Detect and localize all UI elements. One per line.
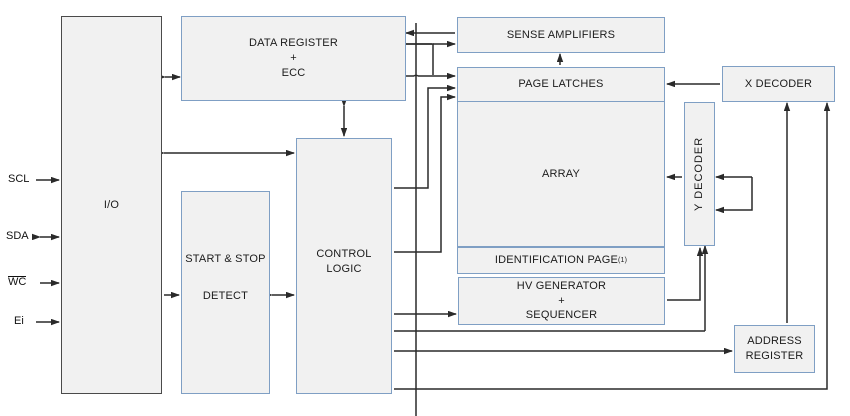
wire-datareg-to-sa	[406, 43, 434, 75]
block-hv-generator[interactable]: HV GENERATOR + SEQUENCER	[458, 277, 665, 325]
wire-control-array	[394, 93, 456, 253]
block-data-register-label-1: DATA REGISTER	[249, 37, 338, 50]
block-start-stop-detect-label-2: DETECT	[202, 289, 249, 302]
block-control-logic[interactable]: CONTROL LOGIC	[296, 138, 392, 394]
block-io-label: I/O	[103, 198, 120, 211]
block-data-register-label-3: ECC	[281, 66, 306, 79]
block-x-decoder[interactable]: X DECODER	[722, 66, 835, 102]
block-page-latches-label: PAGE LATCHES	[518, 78, 604, 91]
wire-control-bus3	[394, 102, 831, 390]
block-x-decoder-label: X DECODER	[744, 77, 813, 90]
block-address-register-label-2: REGISTER	[745, 350, 804, 362]
pin-label-ei: Ei	[14, 315, 24, 327]
block-start-stop-detect-label-1: START & STOP	[185, 253, 266, 265]
pin-label-scl: SCL	[8, 173, 30, 185]
block-page-latches[interactable]: PAGE LATCHES	[457, 67, 665, 102]
wire-trunk-ydecoder-v	[715, 177, 753, 214]
wire-control-pagelatches	[394, 84, 456, 189]
block-array-label: ARRAY	[541, 167, 581, 180]
block-sense-amplifiers[interactable]: SENSE AMPLIFIERS	[457, 17, 665, 53]
wire-hv-ydecoder	[667, 247, 704, 301]
pin-label-wc-text: WC	[8, 276, 27, 288]
block-hv-generator-label-2: +	[558, 294, 565, 307]
block-address-register-label-1: ADDRESS	[747, 335, 802, 348]
block-control-logic-label-2: LOGIC	[326, 262, 362, 275]
block-identification-page-footnote: (1)	[618, 256, 628, 264]
pin-label-sda: SDA	[6, 230, 29, 242]
pin-label-wc: WC	[8, 276, 27, 289]
block-data-register[interactable]: DATA REGISTER + ECC	[181, 16, 406, 101]
block-io[interactable]: I/O	[61, 16, 162, 394]
block-array[interactable]: ARRAY	[457, 101, 665, 247]
block-identification-page-label: IDENTIFICATION PAGE	[494, 254, 619, 267]
block-y-decoder[interactable]: Y DECODER	[684, 102, 715, 246]
block-data-register-label-2: +	[290, 52, 297, 65]
block-sense-amplifiers-label: SENSE AMPLIFIERS	[506, 28, 616, 41]
block-identification-page[interactable]: IDENTIFICATION PAGE(1)	[457, 247, 665, 274]
block-hv-generator-label-1: HV GENERATOR	[516, 279, 607, 292]
block-y-decoder-label: Y DECODER	[693, 136, 706, 212]
block-start-stop-detect[interactable]: START & STOP DETECT	[181, 191, 270, 394]
block-hv-generator-label-3: SEQUENCER	[525, 309, 598, 322]
block-control-logic-label-1: CONTROL	[316, 248, 372, 260]
block-address-register[interactable]: ADDRESS REGISTER	[734, 325, 815, 373]
